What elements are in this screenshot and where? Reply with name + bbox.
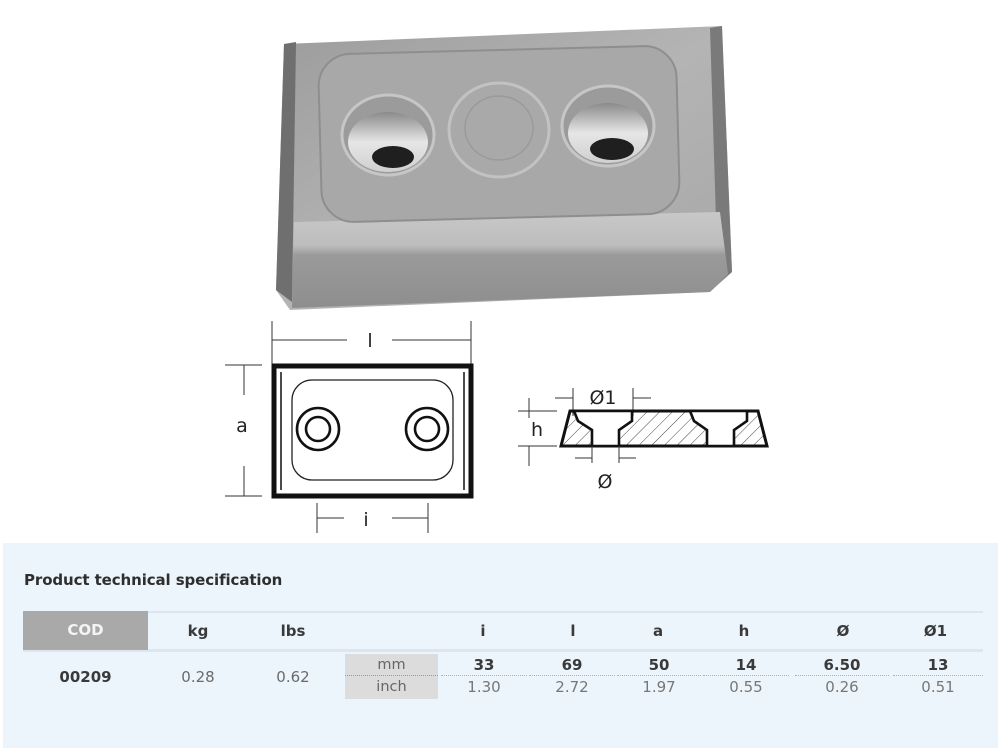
unit-inch: inch: [376, 679, 407, 695]
unit-mm: mm: [345, 654, 438, 676]
cell-cod: 00209: [59, 668, 112, 686]
cell-l: 69 2.72: [529, 654, 615, 699]
dimension-i: [316, 503, 429, 533]
spec-panel: Product technical specification COD kg l…: [3, 543, 998, 748]
cell-kg: 0.28: [181, 668, 215, 686]
header-h: h: [738, 622, 750, 640]
header-diameter1: Ø1: [923, 622, 948, 640]
header-i: i: [480, 622, 486, 640]
cell-i: 33 1.30: [441, 654, 527, 699]
label-d: Ø: [598, 471, 613, 493]
header-cod: COD: [23, 611, 148, 650]
units-label-box: mm inch: [345, 654, 438, 699]
cell-h: 14 0.55: [703, 654, 789, 699]
cell-a-mm: 50: [617, 654, 701, 676]
cell-h-inch: 0.55: [729, 678, 763, 696]
header-diameter: Ø: [836, 622, 850, 640]
label-a: a: [236, 415, 248, 437]
cell-diameter: 6.50 0.26: [795, 654, 889, 699]
product-photo: [262, 22, 738, 314]
header-lbs: lbs: [280, 622, 306, 640]
cell-h-mm: 14: [703, 654, 789, 676]
label-d1: Ø1: [589, 387, 616, 409]
cell-diameter1-inch: 0.51: [921, 678, 955, 696]
label-i: i: [363, 509, 368, 531]
dimension-a: [225, 364, 262, 497]
cell-i-inch: 1.30: [467, 678, 501, 696]
table-header-row: COD kg lbs i l a h Ø Ø1: [23, 611, 983, 652]
cell-a: 50 1.97: [617, 654, 701, 699]
cell-a-inch: 1.97: [642, 678, 676, 696]
label-l: l: [367, 330, 372, 352]
section-view-drawing: Ø1 h Ø: [515, 378, 785, 498]
dimension-l: [271, 321, 472, 364]
spec-title: Product technical specification: [24, 571, 283, 589]
zinc-anode-image: [276, 26, 732, 310]
cell-i-mm: 33: [441, 654, 527, 676]
spec-table: COD kg lbs i l a h Ø Ø1 00209 0.28 0.62 …: [23, 611, 983, 702]
cell-diameter-mm: 6.50: [795, 654, 889, 676]
cell-l-inch: 2.72: [555, 678, 589, 696]
cell-diameter1-mm: 13: [893, 654, 983, 676]
table-row: 00209 0.28 0.62 mm inch 33 1.30 69 2.72 …: [23, 652, 983, 702]
header-a: a: [652, 622, 664, 640]
header-kg: kg: [187, 622, 209, 640]
cell-diameter1: 13 0.51: [893, 654, 983, 699]
cell-l-mm: 69: [529, 654, 615, 676]
cell-lbs: 0.62: [276, 668, 310, 686]
top-view-drawing: l a i: [222, 318, 492, 540]
header-l: l: [570, 622, 576, 640]
cell-diameter-inch: 0.26: [825, 678, 859, 696]
label-h: h: [531, 419, 543, 441]
